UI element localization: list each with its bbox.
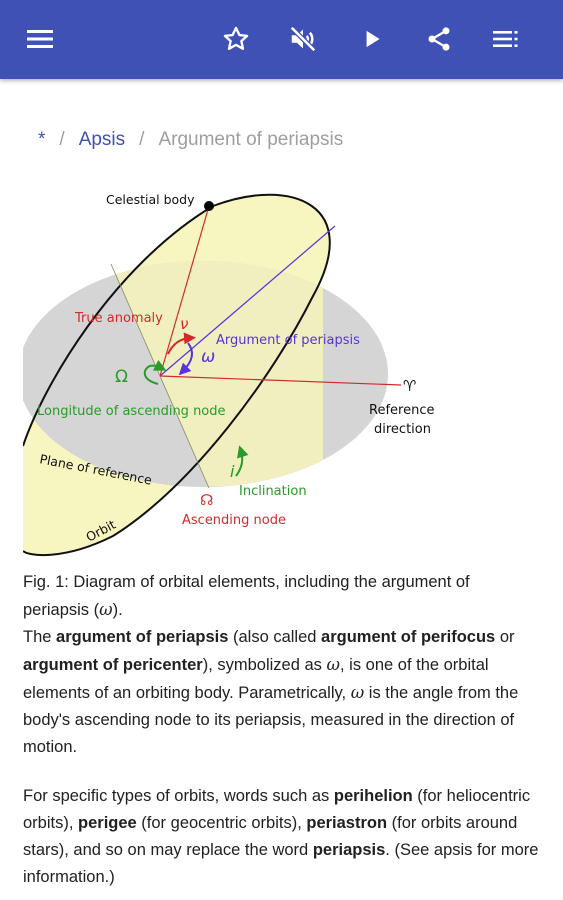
- list-icon: [493, 31, 518, 47]
- nu-symbol: ν: [180, 315, 188, 333]
- reference-direction-label-1: Reference: [369, 403, 434, 418]
- table-of-contents-button[interactable]: [486, 19, 526, 59]
- orbital-elements-diagram: Celestial body True anomaly ν Argument o…: [18, 192, 434, 557]
- breadcrumb-home-link[interactable]: *: [38, 129, 46, 150]
- ascending-node-label: Ascending node: [182, 513, 286, 528]
- omega-big-symbol: Ω: [115, 367, 128, 387]
- share-button[interactable]: [419, 19, 459, 59]
- celestial-body-marker: [204, 201, 214, 211]
- orbital-elements-figure[interactable]: Celestial body True anomaly ν Argument o…: [18, 186, 453, 561]
- ascending-node-symbol: ☊: [200, 491, 213, 509]
- volume-off-icon: [289, 25, 317, 53]
- celestial-body-label: Celestial body: [106, 192, 195, 207]
- favorite-button[interactable]: [216, 19, 256, 59]
- breadcrumb-separator: /: [59, 129, 65, 150]
- figure-caption: Fig. 1: Diagram of orbital elements, inc…: [23, 573, 470, 619]
- argument-of-periapsis-label: Argument of periapsis: [216, 333, 360, 348]
- longitude-ascending-node-label: Longitude of ascending node: [37, 404, 226, 419]
- article-paragraph: The argument of periapsis (also called a…: [23, 628, 519, 756]
- omega-small-symbol: ω: [201, 347, 215, 367]
- hamburger-menu-icon: [27, 30, 53, 48]
- aries-symbol: ♈: [403, 377, 416, 395]
- breadcrumb: * / Apsis / Argument of periapsis: [38, 126, 343, 154]
- menu-button[interactable]: [20, 19, 60, 59]
- inclination-symbol: i: [230, 462, 235, 481]
- play-button[interactable]: [352, 19, 392, 59]
- play-icon: [366, 30, 380, 48]
- inclination-label: Inclination: [239, 484, 307, 499]
- article-paragraph: For specific types of orbits, words such…: [23, 787, 539, 886]
- true-anomaly-label: True anomaly: [74, 311, 163, 326]
- breadcrumb-current: Argument of periapsis: [158, 129, 344, 150]
- breadcrumb-separator: /: [139, 129, 145, 150]
- star-outline-icon: [223, 26, 249, 50]
- article-body: Fig. 1: Diagram of orbital elements, inc…: [23, 569, 539, 891]
- mute-button[interactable]: [283, 19, 323, 59]
- reference-direction-label-2: direction: [374, 422, 431, 437]
- share-icon: [428, 27, 450, 51]
- app-bar: [0, 0, 563, 79]
- breadcrumb-apsis-link[interactable]: Apsis: [78, 129, 126, 150]
